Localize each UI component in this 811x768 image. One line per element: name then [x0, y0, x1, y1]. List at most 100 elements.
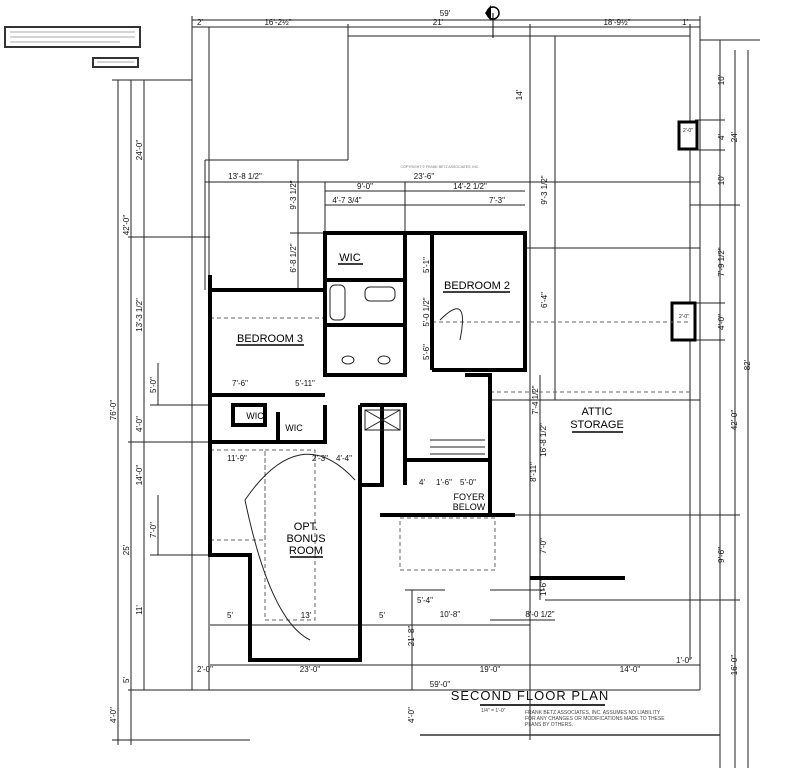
- left-dimensions: 76'-0" 42'-0" 24'-0" 13'-3 1/2" 5'-0" 4'…: [109, 140, 158, 723]
- room-label-bedroom-2: BEDROOM 2: [444, 280, 510, 292]
- dim-int-top-i: 14': [515, 89, 524, 100]
- dim-int-i: 5'-4": [417, 596, 433, 605]
- dim-int-top-c: 9'-0": [357, 182, 373, 191]
- dim-top-a: 2': [197, 18, 203, 27]
- dim-left-f: 14'-0": [135, 465, 144, 486]
- dim-int-j: 10'-8": [440, 610, 461, 619]
- dim-left-c: 13'-3 1/2": [135, 298, 144, 332]
- walls: [208, 231, 625, 662]
- dim-int-b: 5'-11": [295, 379, 315, 388]
- fixtures: [244, 284, 485, 641]
- top-dimension-lines: [191, 16, 760, 768]
- room-label-wic-left: WIC: [246, 411, 264, 421]
- dim-int-n: 5': [379, 611, 385, 620]
- dim-right-i: 9'-6": [717, 547, 726, 563]
- dim-int-top-f: 7'-3": [489, 196, 505, 205]
- dim-int-top-a: 13'-8 1/2": [228, 172, 262, 181]
- disclaimer-line-2: FOR ANY CHANGES OR MODIFICATIONS MADE TO…: [525, 716, 665, 722]
- dim-left-a: 42'-0": [122, 215, 131, 236]
- left-dimension-lines: [112, 79, 700, 745]
- dim-int-top-d: 14'-2 1/2": [453, 182, 487, 191]
- dim-int-d: 2'-3": [312, 454, 328, 463]
- dim-int-o: 5'-1": [422, 257, 431, 273]
- dim-overall-width: 59': [440, 9, 451, 18]
- dim-left-k: 4'-0": [109, 707, 118, 723]
- dim-bottom-f: 4'-0": [407, 707, 416, 723]
- plan-scale: 1/4" = 1'-0": [481, 708, 506, 714]
- chimney-1: 2'-0": [677, 120, 699, 151]
- north-arrow-icon: [485, 5, 500, 38]
- chimney-1-size: 2'-0": [683, 128, 693, 134]
- dim-int-s: 16'-8 1/2": [539, 423, 548, 457]
- dim-bottom-d: 14'-0": [620, 665, 641, 674]
- dim-bottom-b: 23'-0": [300, 665, 321, 674]
- dim-top-d: 18'-9½": [603, 18, 630, 27]
- dim-right-b: 4': [717, 134, 726, 140]
- plan-title: SECOND FLOOR PLAN: [451, 688, 610, 703]
- dim-left-h: 25': [122, 544, 131, 555]
- dim-int-top-b: 23'-6": [414, 172, 435, 181]
- disclaimer-line-1: FRANK BETZ ASSOCIATES, INC. ASSUMES NO L…: [525, 710, 661, 716]
- dim-int-p: 5'-0 1/2": [422, 297, 431, 326]
- dim-int-e: 4'-4": [336, 454, 352, 463]
- dim-int-top-j: 9'-3 1/2": [540, 175, 549, 204]
- dim-int-v: 1'-6": [539, 580, 548, 596]
- dim-left-b: 24'-0": [135, 140, 144, 161]
- chimney-2-size: 2'-0": [679, 314, 689, 320]
- dim-right-j: 16'-0": [730, 655, 739, 676]
- room-label-bedroom-3: BEDROOM 3: [237, 333, 303, 345]
- dim-right-g: 42'-0": [730, 410, 739, 431]
- room-label-foyer-2: BELOW: [453, 502, 486, 512]
- dim-right-d: 10': [717, 174, 726, 185]
- dim-left-overall: 76'-0": [109, 400, 118, 421]
- dim-int-top-k: 6'-4": [540, 292, 549, 308]
- dim-int-top-e: 4'-7 3/4": [332, 196, 361, 205]
- room-label-bonus-3: ROOM: [289, 545, 323, 557]
- dim-bottom-a: 2'-0": [197, 665, 213, 674]
- dim-right-h: 82': [743, 359, 752, 370]
- dim-int-t: 8'-11": [529, 462, 538, 482]
- ceiling-lines: [209, 317, 690, 621]
- room-label-bonus-1: OPT.: [294, 521, 318, 533]
- disclaimer-line-3: PLANS BY OTHERS.: [525, 722, 573, 728]
- room-label-bonus-2: BONUS: [286, 533, 325, 545]
- right-dimensions: 10' 4' 24' 10' 7'-9 1/2" 4'-0" 42'-0" 82…: [690, 74, 752, 675]
- room-label-foyer-1: FOYER: [453, 492, 485, 502]
- dim-right-e: 7'-9 1/2": [717, 247, 726, 276]
- dim-int-r: 7'-4 1/2": [531, 385, 540, 414]
- dim-right-c: 24': [730, 131, 739, 142]
- room-label-wic-upper: WIC: [339, 252, 360, 264]
- dim-bottom-overall: 59'-0": [430, 680, 451, 689]
- dim-int-w: 21'-8": [407, 626, 416, 647]
- dim-int-c: 11'-9": [227, 454, 247, 463]
- dim-top-e: 1': [682, 18, 688, 27]
- room-label-attic-2: STORAGE: [570, 419, 624, 431]
- dim-bottom-e: 1'-0": [676, 656, 692, 665]
- dim-left-g: 7'-0": [149, 522, 158, 538]
- interior-dimension-lines: [204, 159, 700, 690]
- dim-int-l: 5': [227, 611, 233, 620]
- chimney-2: 2'-0": [670, 301, 697, 342]
- dim-left-j: 5': [122, 677, 131, 683]
- dim-int-q: 5'-6": [422, 344, 431, 360]
- dim-int-u: 7'-0": [539, 538, 548, 554]
- dim-int-h: 5'-0": [460, 478, 476, 487]
- dim-left-e: 4'-0": [135, 416, 144, 432]
- dim-int-top-g: 9'-3 1/2": [289, 180, 298, 209]
- dim-bottom-c: 19'-0": [480, 665, 501, 674]
- dim-int-f: 4': [419, 478, 425, 487]
- dim-top-b: 16'-2½": [264, 18, 291, 27]
- room-label-attic-1: ATTIC: [582, 406, 613, 418]
- copyright-note: COPYRIGHT © FRANK BETZ ASSOCIATES, INC.: [401, 165, 480, 169]
- dim-int-a: 7'-6": [232, 379, 248, 388]
- dim-int-m: 13': [301, 611, 312, 620]
- dim-left-d: 5'-0": [149, 377, 158, 393]
- notes-lines: [10, 31, 135, 43]
- dim-left-i: 11': [135, 605, 144, 615]
- dim-top-c: 21': [433, 18, 444, 27]
- dim-int-top-h: 6'-8 1/2": [289, 243, 298, 272]
- dim-int-k: 8'-0 1/2": [525, 610, 554, 619]
- room-label-wic-right: WIC: [285, 423, 303, 433]
- dim-right-f: 4'-0": [717, 314, 726, 330]
